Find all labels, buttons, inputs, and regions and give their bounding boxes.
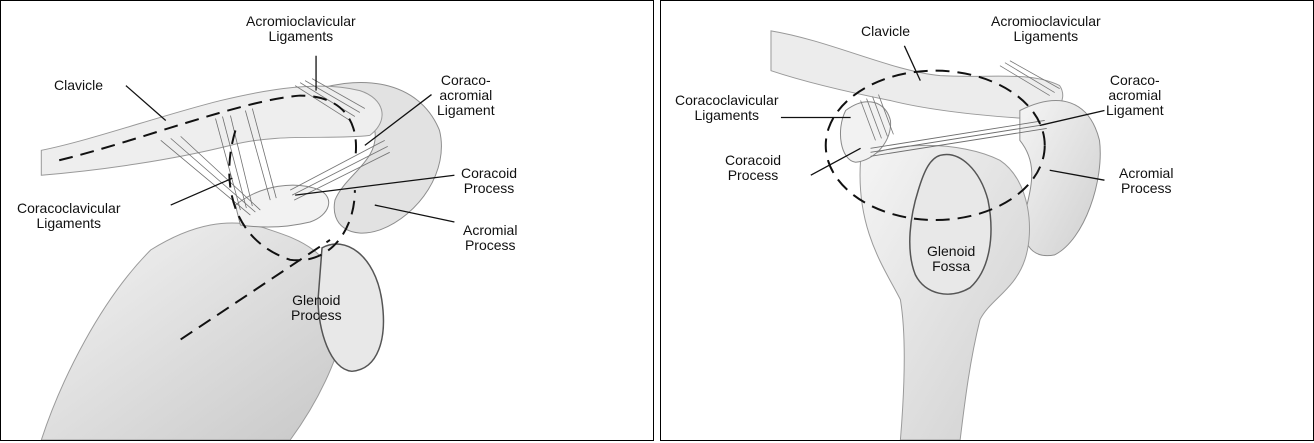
label-clavicle: Clavicle bbox=[54, 77, 104, 93]
clavicle-shape bbox=[40, 85, 383, 176]
clavicle-shape bbox=[770, 30, 1064, 119]
left-shoulder-illustration bbox=[40, 55, 455, 440]
glenoid-fossa-shape bbox=[909, 153, 992, 295]
label-clavicle: Clavicle bbox=[861, 23, 911, 39]
coracoid-shape bbox=[234, 184, 330, 228]
coracoclavicular-ligament-fibers bbox=[160, 108, 277, 216]
dashed-outline bbox=[824, 69, 1046, 221]
glenoid-shape bbox=[317, 243, 385, 373]
scapula-shape bbox=[40, 222, 346, 440]
coracoacromial-ligament-fibers bbox=[289, 139, 390, 201]
acromion-shape bbox=[1019, 100, 1101, 257]
leader-lines bbox=[125, 55, 455, 223]
dashed-axis-lines bbox=[58, 94, 357, 341]
acromioclavicular-ligament-fibers bbox=[294, 78, 366, 121]
coracoacromial-ligament-fibers bbox=[870, 120, 1047, 157]
acromioclavicular-ligament-fibers bbox=[999, 60, 1060, 96]
coracoclavicular-ligament-fibers bbox=[860, 94, 894, 141]
right-shoulder-illustration bbox=[770, 30, 1105, 440]
leader-lines bbox=[780, 45, 1105, 181]
